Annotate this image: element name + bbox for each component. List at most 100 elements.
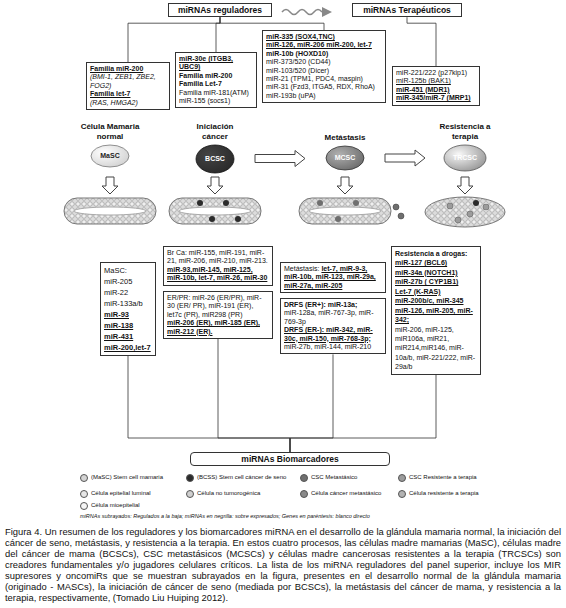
node-text: miR-103/520 (Dicer) bbox=[266, 67, 382, 75]
node-text: TRCSC bbox=[453, 154, 477, 162]
stage-heading: Iniciación cáncer bbox=[187, 122, 243, 142]
cancer-cell bbox=[235, 216, 241, 222]
wavy-arrow-head bbox=[322, 7, 332, 17]
legend-swatch bbox=[80, 474, 88, 482]
resistant-cell bbox=[447, 203, 453, 209]
connector bbox=[128, 356, 290, 452]
cell-ellipse bbox=[196, 145, 234, 173]
biomarker-box: DRFS (ER+): miR-13a;miR-128a, miR-767-3p… bbox=[280, 298, 386, 354]
duct-tissue bbox=[299, 198, 391, 224]
group-header: miRNAs Terapéuticos bbox=[352, 3, 462, 17]
node-text: Familia miR-181(ATM) bbox=[179, 89, 253, 97]
legend-entry: CSC Metastásico bbox=[300, 474, 396, 482]
node-text: miR-200b/c, miR-345 miR-126, miR-205, mi… bbox=[395, 296, 477, 324]
figure-caption: Figura 4. Un resumen de los reguladores … bbox=[5, 526, 561, 603]
node-text: miR-127 (BCL6) bbox=[395, 258, 477, 267]
node-text: miR-221/222 (p27kip1) bbox=[396, 69, 476, 77]
block-arrow bbox=[385, 150, 425, 166]
cancer-cell bbox=[473, 200, 479, 206]
node-text: miR-10b (HOXD10) bbox=[266, 50, 382, 58]
node-text: miR-451 (MDR1) bbox=[396, 86, 476, 94]
duct-tissue bbox=[64, 198, 156, 224]
node-text: miRNAs Biomarcadores bbox=[194, 454, 386, 464]
node-text: miR-125b (BAK1) bbox=[396, 77, 476, 85]
legend-entry: Célula epitelial luminal bbox=[80, 490, 184, 498]
node-text: miR-206 (ER), miR-185 (ER), miR-212 (ER)… bbox=[167, 319, 269, 336]
legend-text: Célula cáncer metastásico bbox=[311, 490, 381, 497]
biomarker-box: ER/PR: miR-26 (ER/PR), miR-30 (ER/ PR), … bbox=[163, 291, 273, 339]
legend-text: Célula resistente a terapia bbox=[409, 490, 479, 497]
node-text: ER/PR: miR-26 (ER/PR), miR-30 (ER/ PR), … bbox=[167, 294, 269, 319]
node-text: MCSC bbox=[335, 154, 356, 162]
biomarker-box: Metástasis:let-7, miR-9-3, miR-10b, miR-… bbox=[280, 262, 386, 293]
metastatic-cell bbox=[353, 200, 359, 206]
mirna-box: miR-335 (SOX4,TNC)miR-126, miR-206 miR-2… bbox=[262, 30, 386, 103]
node-text: miR-133a/b bbox=[104, 298, 152, 309]
legend-entry: Célula mioepitelial bbox=[80, 502, 184, 510]
cancer-duct bbox=[169, 198, 261, 224]
metastasis-duct bbox=[299, 198, 404, 224]
duct-lumen bbox=[74, 207, 146, 215]
legend-entry: (BCSS) Stem cell cáncer de seno bbox=[186, 474, 296, 482]
node-text: Metástasis: bbox=[284, 265, 319, 272]
node-text: miR-193b (uPA) bbox=[266, 92, 382, 100]
node-text: (BMI-1, ZEB1, ZBE2, FOG2) bbox=[90, 73, 166, 90]
node-text: Familia let-7 bbox=[90, 90, 166, 98]
node-text: miR-34a (NOTCH1) bbox=[395, 268, 477, 277]
mirna-box: miR-221/222 (p27kip1)miR-125b (BAK1)miR-… bbox=[392, 66, 480, 106]
node-text: miR-30e (ITGB3, UBC9) bbox=[179, 55, 253, 72]
stem-cell-node: Resistencia a terapiaTRCSC bbox=[425, 122, 505, 172]
cell-ellipse bbox=[91, 145, 129, 167]
down-arrow bbox=[102, 177, 118, 194]
normal-duct bbox=[64, 198, 156, 224]
stage-heading: Resistencia a terapia bbox=[434, 122, 496, 142]
note: miRNAs subrayados: Regulados a la baja; … bbox=[80, 513, 520, 520]
node-text: miR-93,miR-145, miR-125, miR-10b, let-7,… bbox=[167, 266, 269, 283]
metastatic-cell bbox=[398, 213, 404, 219]
node-text: miR-126, miR-206 miR-200, let-7 bbox=[266, 41, 382, 49]
node-text: DRFS (ER-): miR-342, miR-30c, miR-150, m… bbox=[284, 326, 382, 343]
node-text: DRFS (ER+): miR-13a; bbox=[284, 301, 382, 309]
legend-swatch bbox=[300, 490, 308, 498]
connector bbox=[290, 375, 436, 452]
cancer-cell bbox=[209, 216, 215, 222]
node-text: MaSC: bbox=[104, 265, 152, 276]
cancer-cell bbox=[197, 200, 203, 206]
cell-ellipse bbox=[326, 146, 364, 170]
resistant-cell bbox=[455, 217, 461, 223]
legend-entry: Célula resistente a terapia bbox=[398, 490, 492, 498]
stem-cell-node: Célula Mamaria normalMaSC bbox=[70, 122, 150, 168]
legend-swatch bbox=[80, 490, 88, 498]
duct-lumen bbox=[179, 207, 251, 215]
node-text: miR-22 bbox=[104, 287, 152, 298]
biomarker-box: Br Ca: miR-155, miR-191, miR-21, miR-206… bbox=[163, 246, 273, 286]
metastatic-cell bbox=[335, 216, 341, 222]
wavy-arrow bbox=[282, 10, 322, 15]
group-header: miRNAs Biomarcadores bbox=[190, 452, 390, 466]
node-text: Familia miR-200 bbox=[90, 65, 166, 73]
resistant-cell bbox=[483, 204, 489, 210]
node-text: BCSC bbox=[205, 155, 225, 163]
resistant-cell bbox=[467, 211, 473, 217]
node-text: miR-205 bbox=[104, 276, 152, 287]
legend-swatch bbox=[398, 490, 406, 498]
connector bbox=[290, 354, 333, 452]
stem-cell-node: Iniciación cáncerBCSC bbox=[175, 122, 255, 174]
legend-swatch bbox=[300, 474, 308, 482]
mirna-box: miR-30e (ITGB3, UBC9)Familia miR-200Fami… bbox=[175, 52, 257, 108]
node-text: miR-21 (TPM1, PDC4, maspin) bbox=[266, 75, 382, 83]
down-arrow bbox=[457, 177, 473, 194]
node-text: miR-200,let-7 bbox=[104, 342, 152, 353]
cell-shape: MaSC bbox=[90, 144, 130, 168]
node-text: miR-431 bbox=[104, 331, 152, 342]
connector bbox=[218, 339, 290, 452]
stage-heading: Célula Mamaria normal bbox=[77, 122, 143, 142]
metastatic-cell bbox=[393, 204, 399, 210]
legend-text: Célula mioepitelial bbox=[91, 502, 140, 509]
legend-entry: Célula cáncer metastásico bbox=[300, 490, 396, 498]
node-text: miRNAs reguladores bbox=[172, 5, 268, 15]
duct-tissue bbox=[169, 198, 261, 224]
stem-cell-node: MetástasisMCSC bbox=[305, 133, 385, 171]
legend-swatch bbox=[186, 474, 194, 482]
